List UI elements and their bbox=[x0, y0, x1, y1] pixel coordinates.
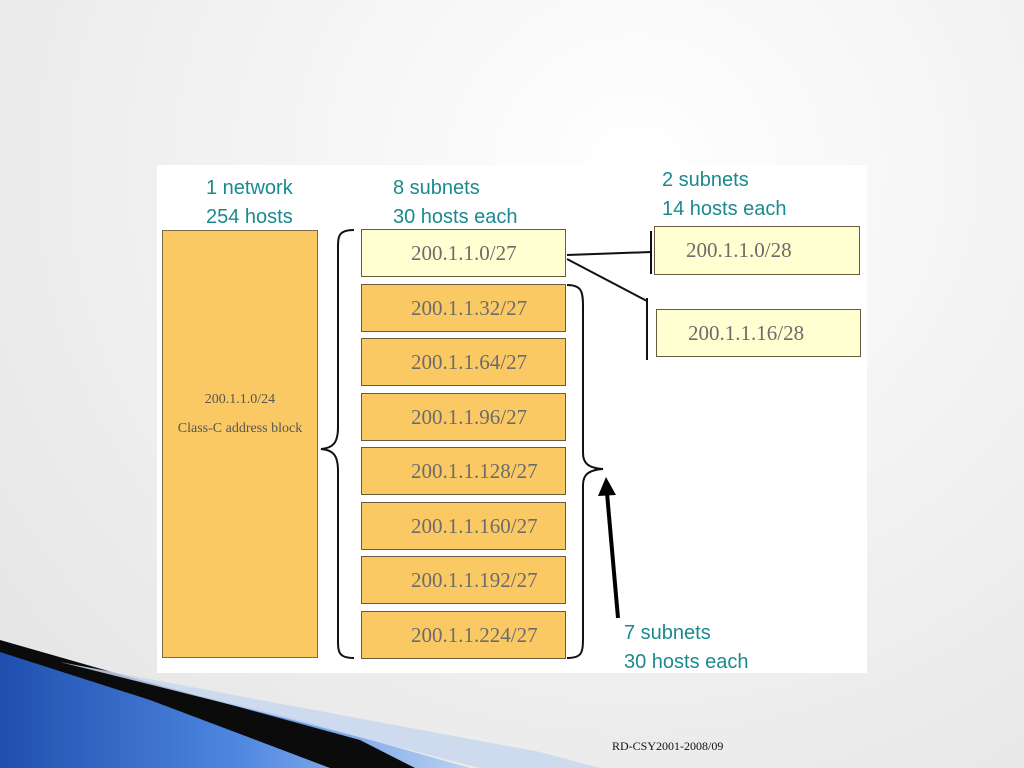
right-curly-brace bbox=[566, 284, 604, 659]
subnet-27-box: 200.1.1.96/27 bbox=[361, 393, 566, 441]
subnet-27-box: 200.1.1.128/27 bbox=[361, 447, 566, 495]
left-curly-brace bbox=[320, 229, 355, 659]
subnet-27-box: 200.1.1.32/27 bbox=[361, 284, 566, 332]
slide-footer: RD-CSY2001-2008/09 bbox=[612, 739, 724, 753]
split-line-lower bbox=[566, 258, 648, 302]
class-c-address-block: 200.1.1.0/24 Class-C address block bbox=[162, 230, 318, 658]
block-address-label: 200.1.1.0/24 bbox=[204, 392, 276, 407]
subnet-diagram-panel: 1 network 254 hosts 8 subnets 30 hosts e… bbox=[157, 165, 867, 673]
arrow-shaft bbox=[605, 492, 620, 619]
subnet-27-box: 200.1.1.192/27 bbox=[361, 556, 566, 604]
subnet-27-box: 200.1.1.64/27 bbox=[361, 338, 566, 386]
header-8-subnets: 8 subnets 30 hosts each bbox=[393, 177, 518, 228]
subnet-27-box: 200.1.1.0/27 bbox=[361, 229, 566, 277]
header-7-subnets: 7 subnets 30 hosts each bbox=[624, 622, 749, 673]
block-description-label: Class-C address block bbox=[177, 421, 303, 436]
subnet-27-box: 200.1.1.224/27 bbox=[361, 611, 566, 659]
header-2-subnets: 2 subnets 14 hosts each bbox=[662, 169, 787, 220]
arrow-head bbox=[598, 477, 616, 496]
subnet-28-box: 200.1.1.0/28 bbox=[654, 226, 860, 275]
subnet-27-box: 200.1.1.160/27 bbox=[361, 502, 566, 550]
header-1-network: 1 network 254 hosts bbox=[206, 177, 293, 228]
subnet-28-box: 200.1.1.16/28 bbox=[656, 309, 861, 357]
connector-lines bbox=[320, 229, 652, 659]
split-line-upper bbox=[566, 251, 652, 256]
